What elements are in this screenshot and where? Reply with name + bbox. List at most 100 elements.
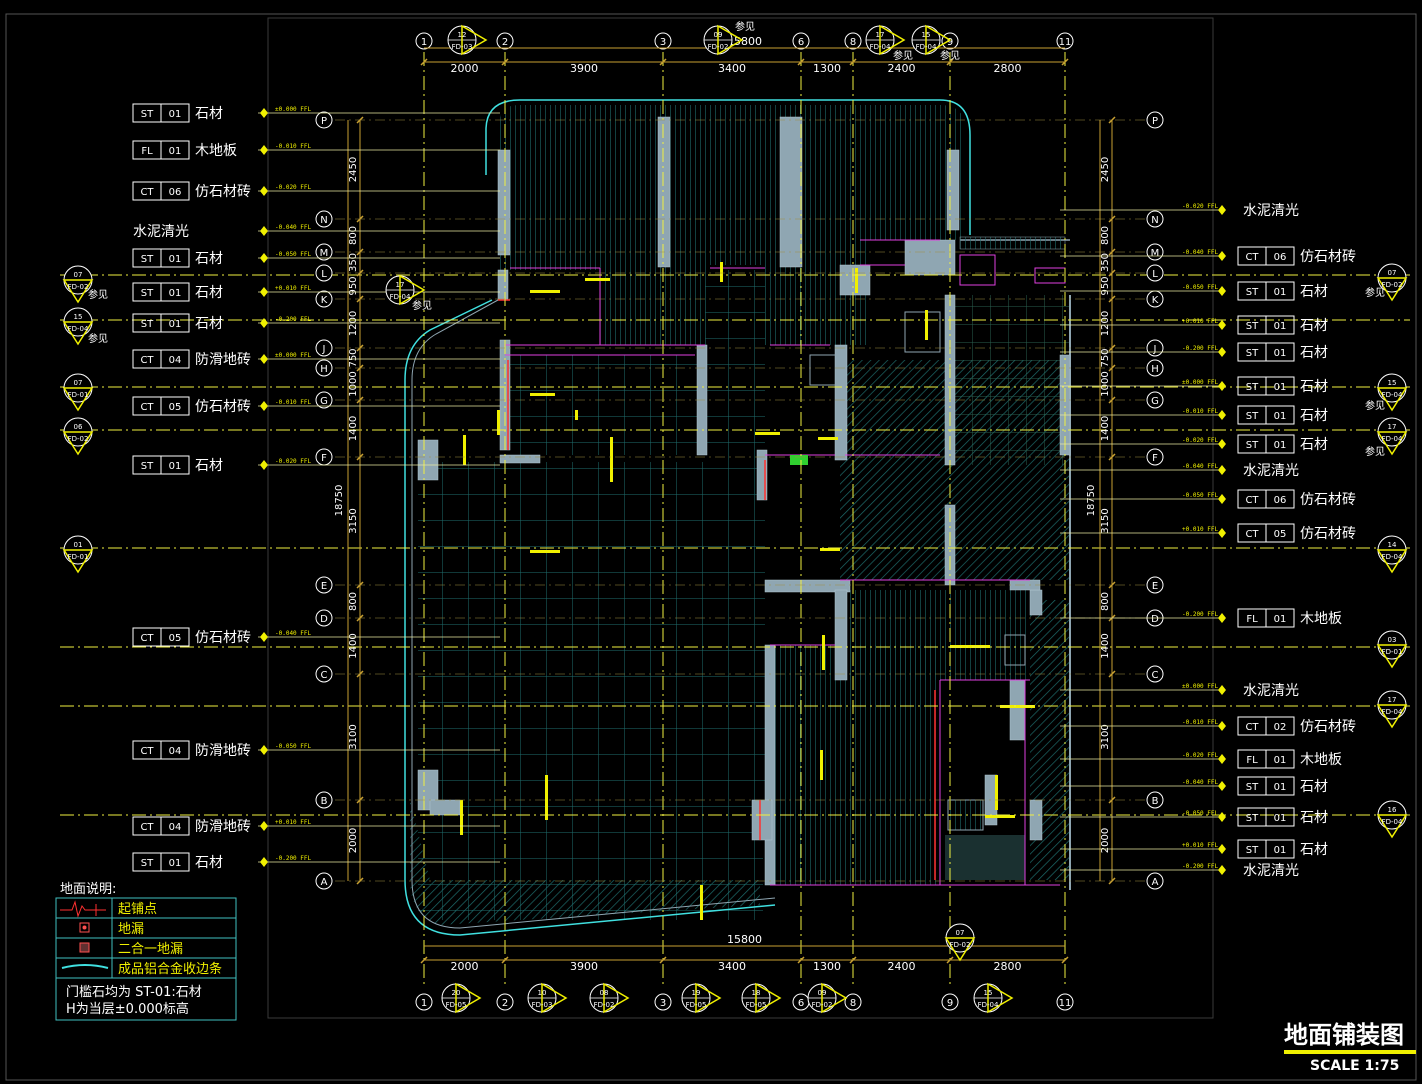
tag-num-box <box>160 396 190 416</box>
section-mark-arrow <box>62 321 94 346</box>
dimension-text: 3150 <box>1100 508 1111 533</box>
axis-label: 11 <box>1059 37 1072 48</box>
leader-marker <box>260 857 268 867</box>
elevation-text: -0.050 FFL <box>1182 810 1219 817</box>
dimension-tick <box>1108 248 1116 256</box>
section-mark-number: 18 <box>752 989 761 997</box>
tag-num: 06 <box>1274 252 1287 263</box>
dimension-total: 18750 <box>334 485 345 517</box>
concrete-area <box>945 835 1025 880</box>
dimension-tick <box>501 58 509 66</box>
axis-bubble <box>654 32 672 50</box>
section-mark-sheet: FD-03 <box>452 43 473 51</box>
axis-label: B <box>321 796 328 807</box>
wall-block <box>779 116 803 268</box>
legend-title: 地面说明: <box>60 882 116 897</box>
leader-marker <box>1218 685 1226 695</box>
wood-floor-area <box>770 645 940 885</box>
dimension-text: 2000 <box>348 828 359 853</box>
axis-label: 9 <box>947 37 953 48</box>
section-mark-number: 08 <box>600 989 609 997</box>
leader-marker <box>1218 465 1226 475</box>
axis-label: J <box>322 344 326 355</box>
axis-bubble <box>315 576 333 594</box>
tag-num: 01 <box>169 109 182 120</box>
section-mark-sheet: FD-02 <box>812 1001 833 1009</box>
threshold-mark <box>755 432 780 435</box>
axis-label: H <box>320 364 328 375</box>
dimension-text: 2800 <box>994 62 1022 75</box>
tag-num-box <box>160 852 190 872</box>
axis-label: D <box>320 614 328 625</box>
dimension-text: 800 <box>348 592 359 611</box>
title-block: 地面铺装图 SCALE 1:75 <box>1284 1021 1416 1074</box>
leader-marker <box>260 253 268 263</box>
elevation-text: ±0.000 FFL <box>1182 683 1219 690</box>
tag-material: 水泥清光 <box>1243 683 1299 699</box>
threshold-mark <box>1000 705 1035 708</box>
section-mark-arrow <box>1376 644 1408 669</box>
leader-marker <box>260 821 268 831</box>
dimension-text: 1400 <box>1100 633 1111 658</box>
dimension-tick <box>1108 269 1116 277</box>
axis-label: 1 <box>421 37 427 48</box>
elevation-text: -0.050 FFL <box>1182 284 1219 291</box>
see-ref-text: 参见 <box>893 49 913 62</box>
tag-code: CT <box>1245 722 1259 733</box>
axis-bubble <box>315 290 333 308</box>
axis-bubble <box>792 32 810 50</box>
tag-material: 石材 <box>1300 810 1328 826</box>
tag-code: ST <box>1246 782 1259 793</box>
see-ref-text: 参见 <box>940 49 960 62</box>
wall-block <box>1029 799 1043 841</box>
section-mark-arrow <box>695 982 722 1014</box>
dimension-tick <box>420 58 428 66</box>
axis-bubble <box>1146 111 1164 129</box>
leader-marker <box>1218 721 1226 731</box>
sheet-border <box>5 13 1417 1081</box>
axis-label: 11 <box>1059 998 1072 1009</box>
dimension-text: 2800 <box>994 960 1022 973</box>
tag-num: 01 <box>1274 845 1287 856</box>
legend-item: 地漏 <box>118 921 144 937</box>
tag-code: ST <box>141 288 154 299</box>
tag-num: 04 <box>169 822 182 833</box>
section-mark-arrow <box>987 982 1014 1014</box>
elevation-text: +0.010 FFL <box>275 819 312 826</box>
section-mark-arrow <box>455 982 482 1014</box>
section-mark-number: 15 <box>922 31 931 39</box>
tag-num-box <box>1265 716 1295 736</box>
axis-label: B <box>1152 796 1159 807</box>
section-mark-sheet: FD-02 <box>68 283 89 291</box>
dimension-text: 1000 <box>348 371 359 396</box>
section-mark-number: 07 <box>1388 269 1397 277</box>
legend-note: H为当层±0.000标高 <box>66 1001 189 1017</box>
section-mark-arrow <box>1376 549 1408 574</box>
tag-num: 01 <box>169 858 182 869</box>
elevation-text: -0.020 FFL <box>1182 203 1219 210</box>
see-ref-text: 参见 <box>1365 286 1385 299</box>
section-mark-arrow <box>879 24 906 56</box>
leader-marker <box>260 287 268 297</box>
dimension-text: 3900 <box>570 960 598 973</box>
section-mark-sheet: FD-02 <box>708 43 729 51</box>
dimension-tick <box>356 295 364 303</box>
tag-num-box <box>160 313 190 333</box>
leader-marker <box>1218 844 1226 854</box>
tag-material: 石材 <box>195 285 223 301</box>
dimension-tick <box>1108 796 1116 804</box>
axis-label: K <box>321 295 328 306</box>
tag-num-box <box>1265 608 1295 628</box>
tag-material: 水泥清光 <box>1243 203 1299 219</box>
section-mark-sheet: FD-04 <box>978 1001 999 1009</box>
dimension-text: 800 <box>1100 592 1111 611</box>
leader-marker <box>260 186 268 196</box>
section-mark-number: 19 <box>692 989 701 997</box>
leader-marker <box>260 745 268 755</box>
elevation-text: -0.040 FFL <box>1182 779 1219 786</box>
leader-marker <box>1218 528 1226 538</box>
tag-num-box <box>160 103 190 123</box>
axis-label: K <box>1152 295 1159 306</box>
